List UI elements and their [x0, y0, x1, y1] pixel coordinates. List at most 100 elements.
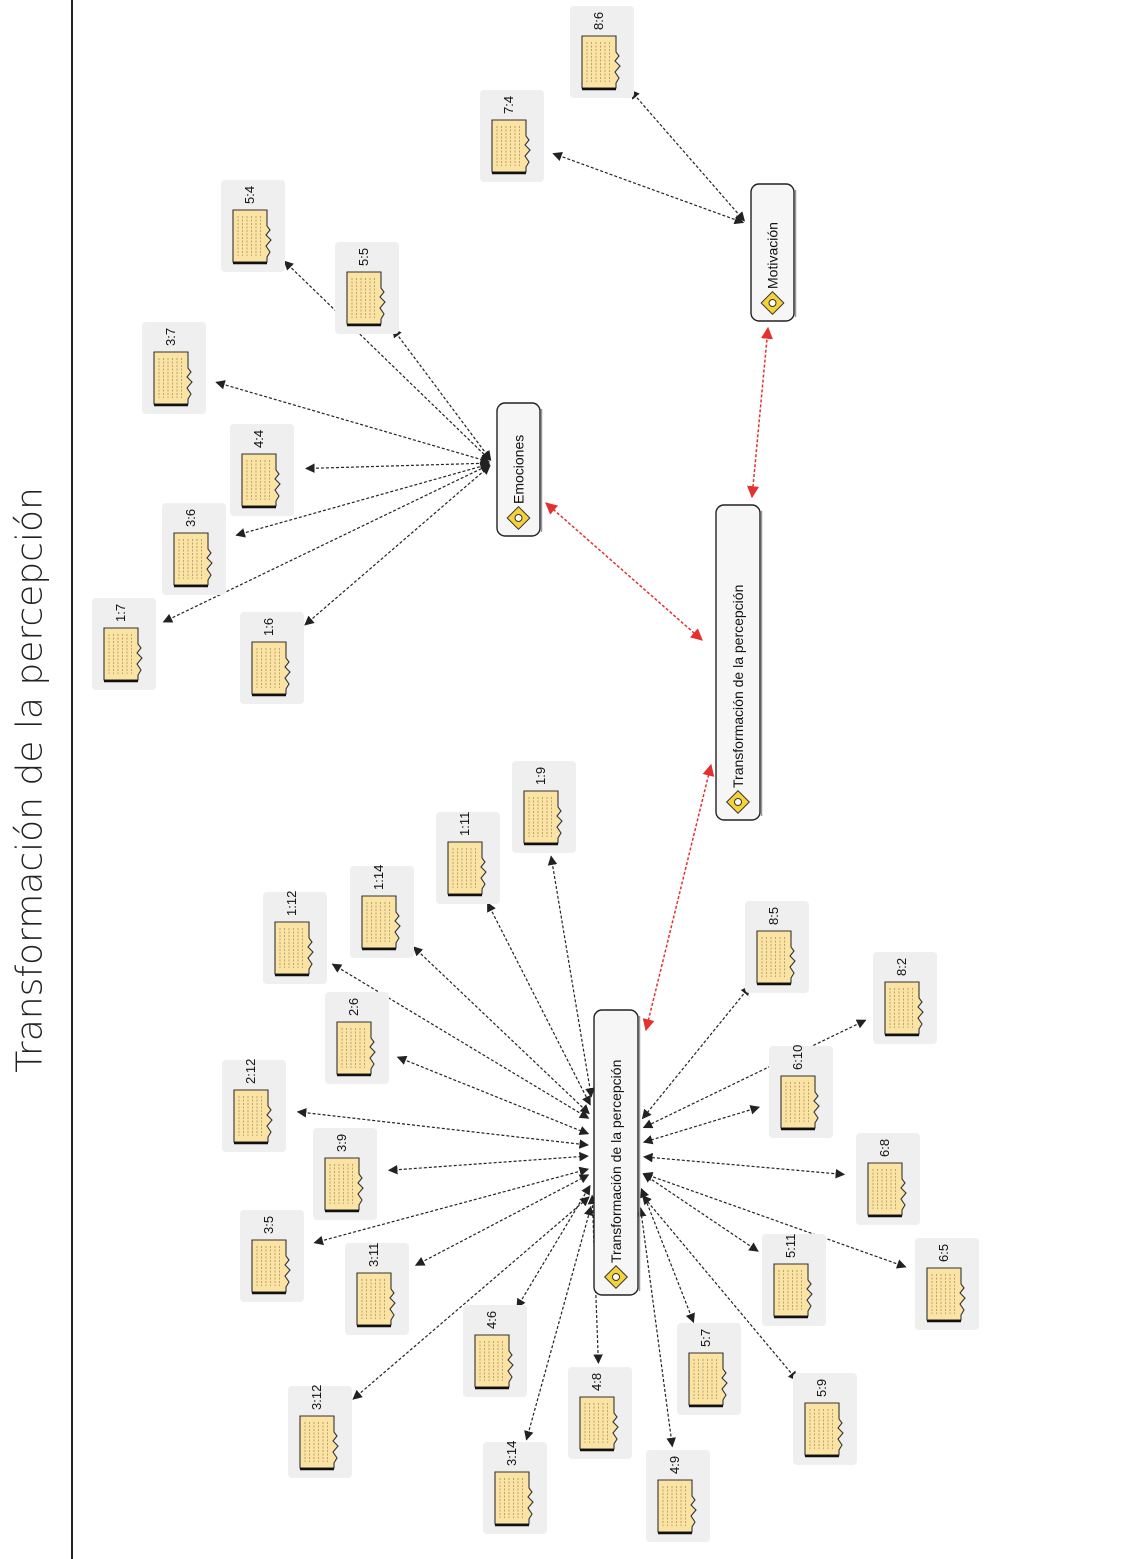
document-node-5:4[interactable]: 5:4: [221, 180, 285, 272]
document-node-4:9[interactable]: 4:9: [646, 1450, 710, 1542]
code-node-label: Motivación: [765, 222, 781, 289]
document-node-3:12[interactable]: 3:12: [288, 1385, 352, 1478]
link-8:5-to-hub: [641, 985, 751, 1120]
codes-layer: Transformación de la percepciónTransform…: [496, 183, 797, 1296]
document-node-1:7[interactable]: 1:7: [92, 598, 156, 690]
document-icon: [299, 1415, 339, 1471]
document-node-3:11[interactable]: 3:11: [345, 1243, 409, 1335]
document-node-8:5[interactable]: 8:5: [745, 901, 809, 993]
document-icon: [346, 271, 386, 327]
document-icon: [581, 35, 621, 91]
document-icon: [867, 1162, 907, 1218]
code-icon: [725, 789, 751, 815]
document-icon: [773, 1263, 813, 1319]
code-node-box: [715, 504, 761, 821]
core-link-main-hub: [642, 763, 715, 1032]
link-4:8-to-hub: [587, 1194, 603, 1364]
document-node-8:2[interactable]: 8:2: [873, 952, 937, 1044]
document-label: 3:6: [183, 509, 198, 527]
code-node-box: [750, 183, 795, 322]
document-node-1:9[interactable]: 1:9: [512, 761, 576, 853]
document-icon: [926, 1267, 966, 1323]
document-label: 1:12: [284, 891, 299, 916]
document-node-3:6[interactable]: 3:6: [162, 503, 226, 595]
document-label: 5:4: [242, 186, 257, 204]
document-node-4:4[interactable]: 4:4: [230, 424, 294, 516]
link-3:9-to-hub: [387, 1151, 589, 1175]
link-2:6-to-hub: [396, 1055, 590, 1136]
document-label: 4:6: [484, 1311, 499, 1329]
document-node-5:7[interactable]: 5:7: [677, 1323, 741, 1415]
code-node-motivacion[interactable]: Motivación: [750, 183, 797, 322]
document-label: 3:5: [261, 1216, 276, 1234]
document-node-1:12[interactable]: 1:12: [263, 891, 327, 984]
document-label: 8:5: [766, 907, 781, 925]
link-1:11-to-hub: [486, 901, 591, 1106]
link-5:7-to-hub: [640, 1187, 695, 1324]
document-label: 3:11: [366, 1243, 381, 1267]
code-node-emociones[interactable]: Emociones: [496, 402, 543, 537]
document-node-5:11[interactable]: 5:11: [762, 1234, 826, 1326]
document-icon: [241, 453, 281, 509]
document-node-4:8[interactable]: 4:8: [568, 1367, 632, 1459]
document-node-6:5[interactable]: 6:5: [915, 1238, 979, 1330]
code-node-box: [496, 402, 541, 537]
link-1:6-to-emociones: [304, 465, 491, 626]
document-node-3:5[interactable]: 3:5: [240, 1210, 304, 1302]
document-icon: [688, 1352, 728, 1408]
document-node-3:9[interactable]: 3:9: [313, 1128, 377, 1220]
document-icon: [804, 1402, 844, 1458]
link-3:14-to-hub: [524, 1205, 594, 1441]
code-node-label: Transformación de la percepción: [608, 1060, 624, 1263]
document-node-6:8[interactable]: 6:8: [856, 1133, 920, 1225]
document-label: 4:9: [667, 1456, 682, 1474]
link-1:9-to-hub: [547, 855, 595, 1098]
document-icon: [251, 641, 291, 697]
document-node-2:12[interactable]: 2:12: [222, 1059, 286, 1152]
document-node-5:5[interactable]: 5:5: [335, 242, 399, 334]
document-label: 5:9: [814, 1379, 829, 1397]
document-icon: [251, 1239, 291, 1295]
document-label: 4:8: [589, 1373, 604, 1391]
link-7:4-to-motivacion: [552, 151, 745, 225]
document-icon: [657, 1479, 697, 1535]
document-label: 6:8: [877, 1139, 892, 1157]
document-node-5:9[interactable]: 5:9: [793, 1373, 857, 1465]
document-label: 3:12: [309, 1385, 324, 1410]
document-icon: [447, 841, 487, 897]
document-label: 5:11: [783, 1234, 798, 1258]
core-link-main-emociones: [545, 502, 703, 641]
document-node-7:4[interactable]: 7:4: [480, 90, 544, 182]
document-label: 1:14: [371, 865, 386, 890]
document-label: 8:2: [894, 958, 909, 976]
document-node-1:6[interactable]: 1:6: [240, 612, 304, 704]
document-label: 1:9: [533, 767, 548, 785]
document-icon: [324, 1157, 364, 1213]
document-node-3:7[interactable]: 3:7: [142, 322, 206, 414]
document-node-6:10[interactable]: 6:10: [769, 1045, 833, 1138]
document-node-3:14[interactable]: 3:14: [483, 1441, 547, 1534]
code-node-hub[interactable]: Transformación de la percepción: [593, 1009, 641, 1296]
link-1:14-to-hub: [412, 946, 590, 1115]
document-node-4:6[interactable]: 4:6: [463, 1305, 527, 1397]
link-6:10-to-hub: [642, 1105, 761, 1145]
code-icon: [760, 290, 785, 316]
title-divider: [71, 0, 73, 1559]
document-icon: [274, 921, 314, 977]
document-label: 3:14: [504, 1441, 519, 1466]
document-label: 7:4: [501, 96, 516, 114]
link-4:9-to-hub: [636, 1207, 676, 1448]
document-icon: [474, 1334, 514, 1390]
link-5:4-to-emociones: [283, 260, 491, 461]
document-icon: [523, 790, 563, 846]
document-node-2:6[interactable]: 2:6: [325, 992, 389, 1084]
code-node-main[interactable]: Transformación de la percepción: [715, 504, 763, 821]
document-icon: [780, 1075, 820, 1131]
document-label: 3:9: [334, 1134, 349, 1152]
document-node-1:14[interactable]: 1:14: [350, 865, 414, 958]
document-node-8:6[interactable]: 8:6: [570, 6, 634, 98]
document-label: 5:5: [356, 248, 371, 266]
documents-layer: 8:6 7:4 5:4 5:5 3:7 4:4 3:6 1:7 1:6 1:9 1:11 1:14 1:…: [92, 6, 979, 1542]
document-node-1:11[interactable]: 1:11: [436, 812, 500, 904]
